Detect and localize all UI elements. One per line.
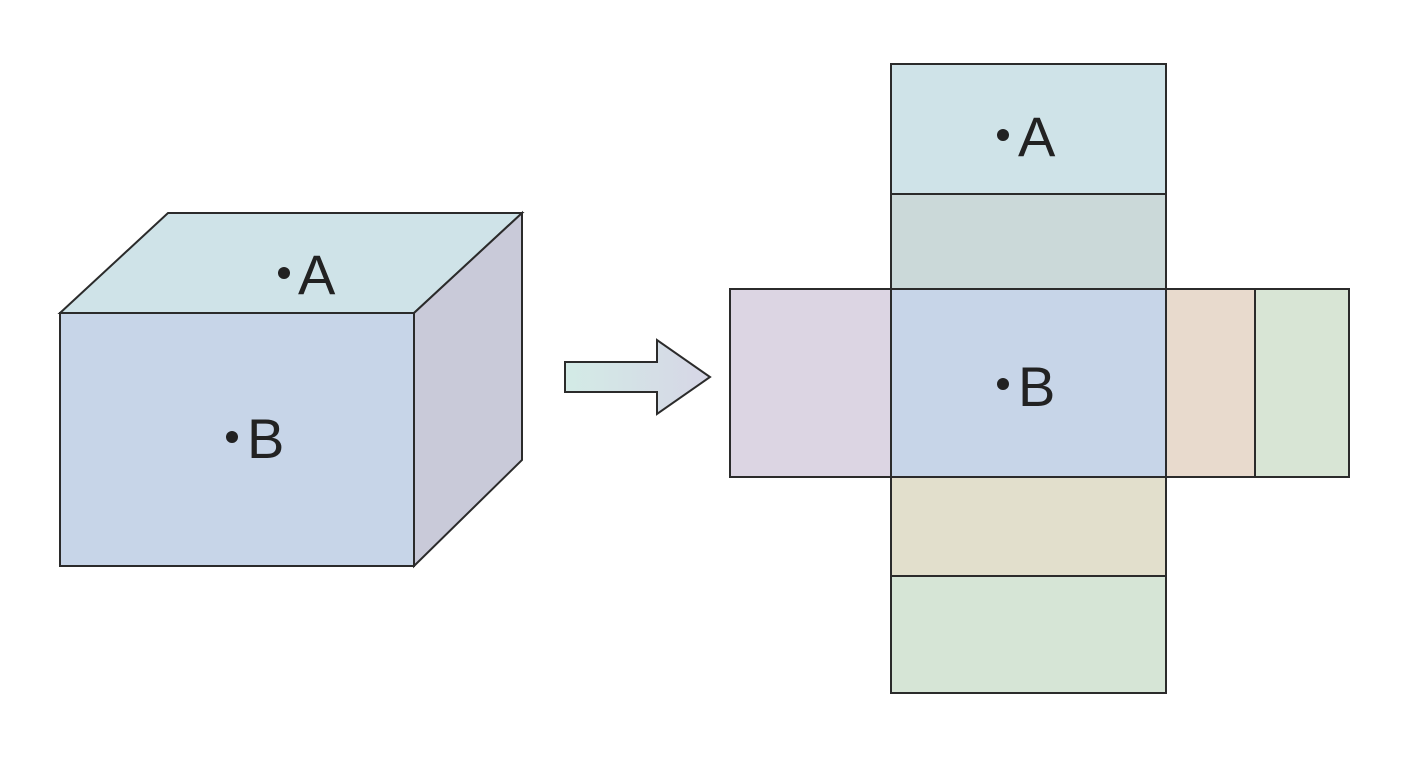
box-net: A B (729, 63, 1350, 694)
net-point-b-dot (997, 378, 1009, 390)
net-right-face-outer (1254, 288, 1350, 478)
net-point-b-label: B (1018, 355, 1055, 418)
net-lower-flap (890, 476, 1167, 577)
net-point-b: B (997, 355, 1055, 418)
box-point-a-label: A (298, 243, 336, 306)
box-point-b-dot (226, 431, 238, 443)
box-point-b: B (226, 407, 284, 470)
net-right-face-inner (1165, 288, 1256, 478)
net-point-a: A (997, 105, 1056, 168)
rectangular-box: A B (57, 210, 525, 569)
net-center-face (890, 288, 1167, 478)
net-bottom-face (890, 575, 1167, 694)
net-top-face (890, 63, 1167, 195)
box-point-a-dot (278, 267, 290, 279)
net-upper-flap (890, 193, 1167, 290)
net-point-a-label: A (1018, 105, 1056, 168)
box-point-b-label: B (247, 407, 284, 470)
box-point-a: A (278, 243, 336, 306)
right-arrow-icon (564, 338, 712, 416)
net-point-a-dot (997, 129, 1009, 141)
net-left-face (729, 288, 892, 478)
